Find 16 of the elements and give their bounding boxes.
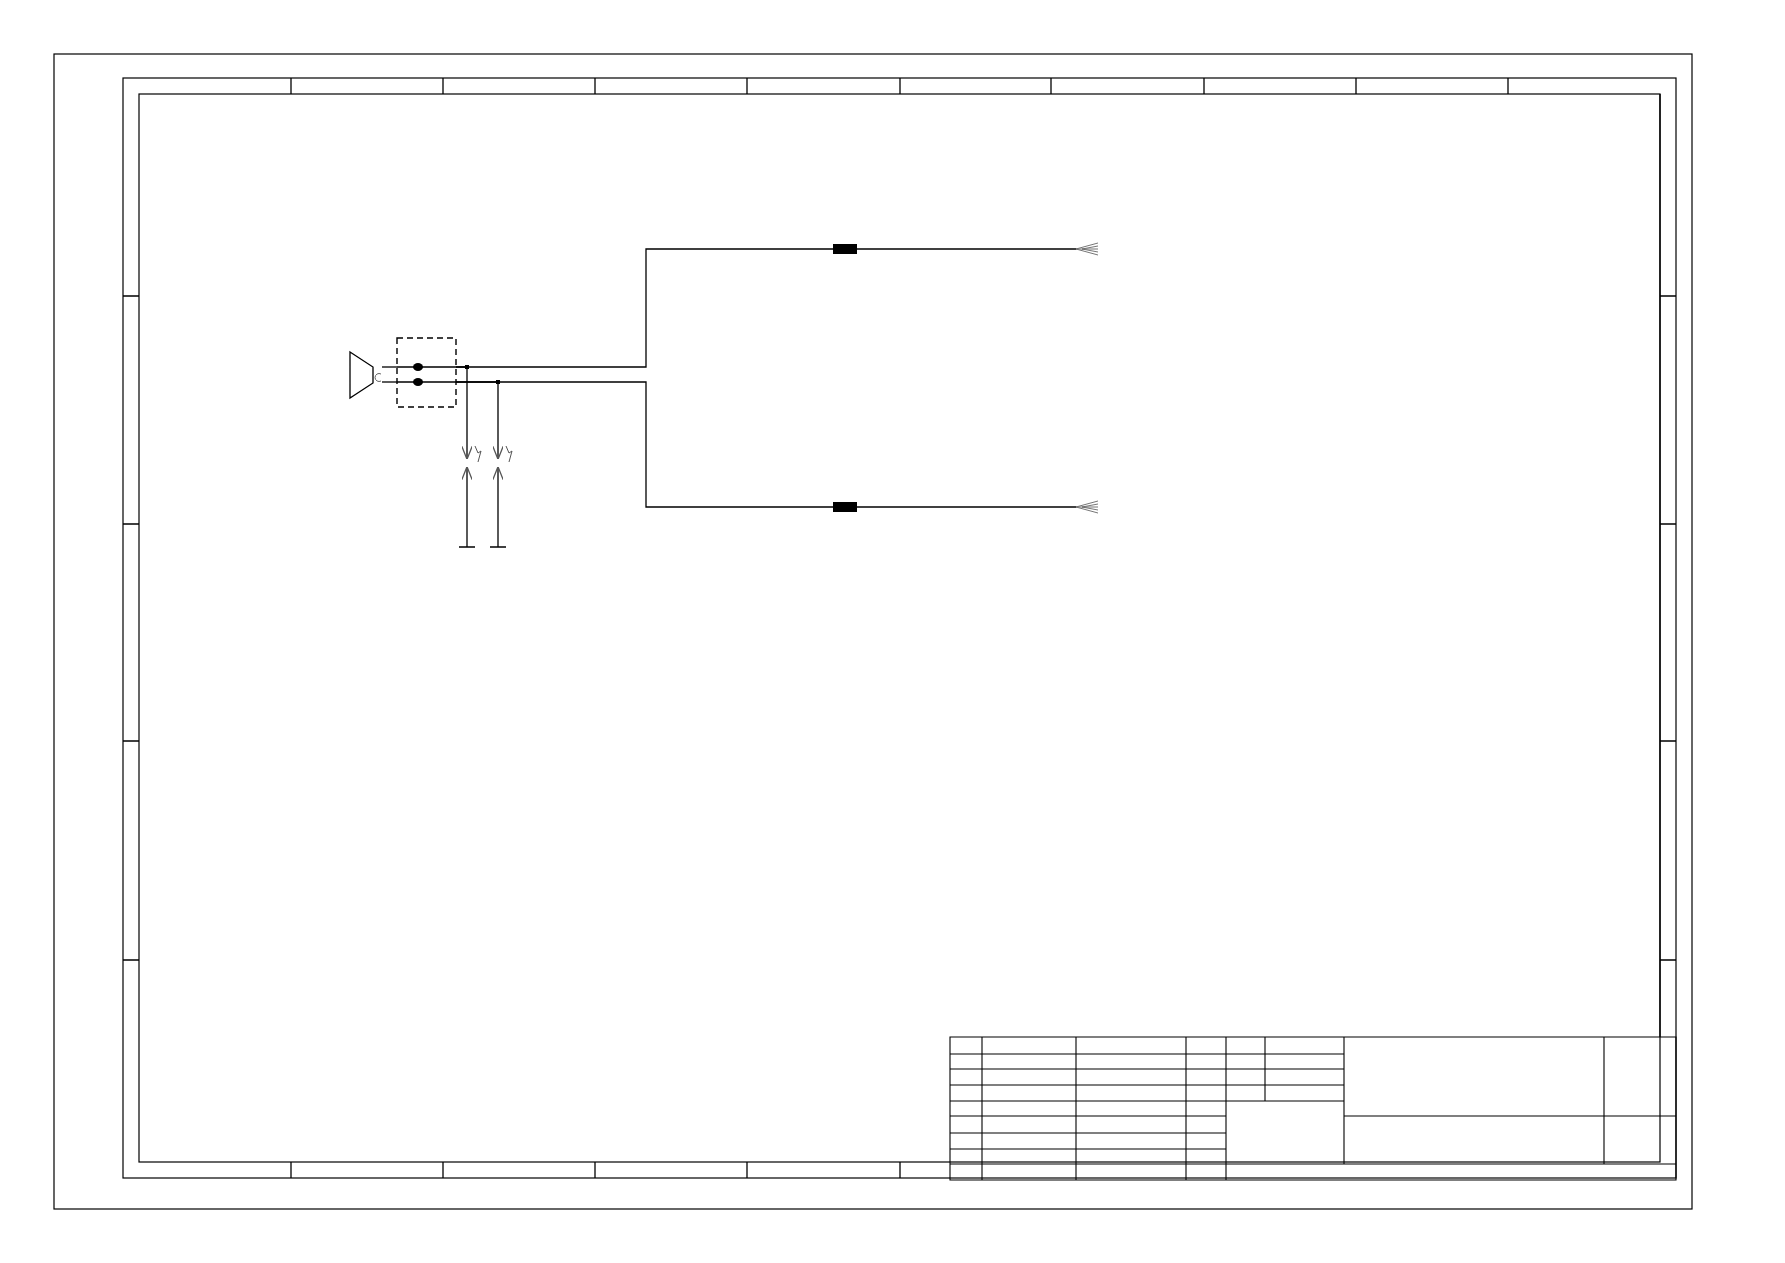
wire (461, 466, 473, 548)
wire (381, 366, 398, 368)
ferrite-bead (833, 502, 857, 512)
wire (381, 381, 398, 383)
wire (455, 366, 473, 460)
wire (455, 381, 504, 460)
cable-end-symbol (1075, 242, 1099, 256)
spark-gap-symbol (474, 445, 482, 463)
wire (492, 466, 504, 548)
connector-housing (396, 337, 457, 408)
ferrite-bead (833, 244, 857, 254)
wire (856, 506, 1077, 508)
cable-end-symbol (1075, 500, 1099, 514)
loudspeaker-symbol (349, 350, 382, 400)
wire (856, 248, 1077, 250)
spark-gap-symbol (505, 445, 513, 463)
